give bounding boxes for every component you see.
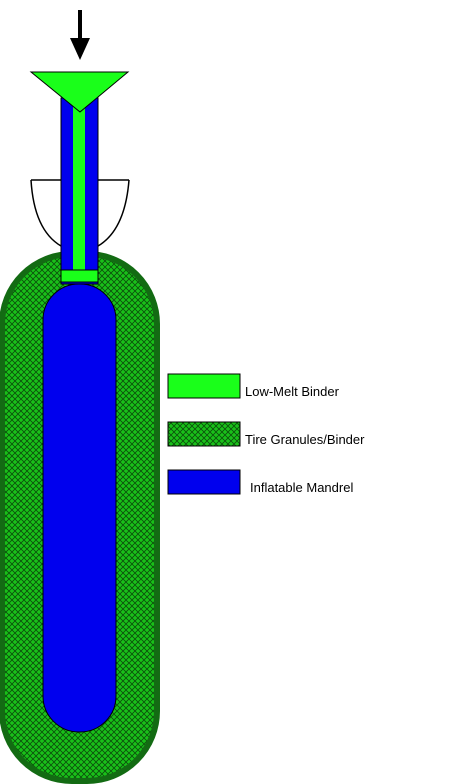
- legend-swatch-low-melt-binder: [167, 373, 241, 399]
- legend-item-inflatable-mandrel: Inflatable Mandrel: [167, 469, 353, 495]
- inflatable-mandrel: [42, 283, 117, 733]
- legend-swatch-tire-granules-binder: [167, 421, 241, 447]
- legend-label-inflatable-mandrel: Inflatable Mandrel: [250, 480, 353, 495]
- collar-bowl: [30, 179, 130, 247]
- legend-label-low-melt-binder: Low-Melt Binder: [245, 384, 340, 399]
- legend-label-tire-granules-binder: Tire Granules/Binder: [245, 432, 365, 447]
- binder-funnel: [29, 71, 130, 113]
- legend: Low-Melt Binder Tire Granules/Binder Inf…: [167, 373, 365, 495]
- arrow-down-icon: [70, 10, 90, 60]
- binder-plug: [60, 269, 99, 283]
- legend-item-tire-granules-binder: Tire Granules/Binder: [167, 421, 365, 447]
- legend-swatch-inflatable-mandrel: [167, 469, 241, 495]
- binder-channel: [73, 98, 85, 272]
- legend-item-low-melt-binder: Low-Melt Binder: [167, 373, 340, 399]
